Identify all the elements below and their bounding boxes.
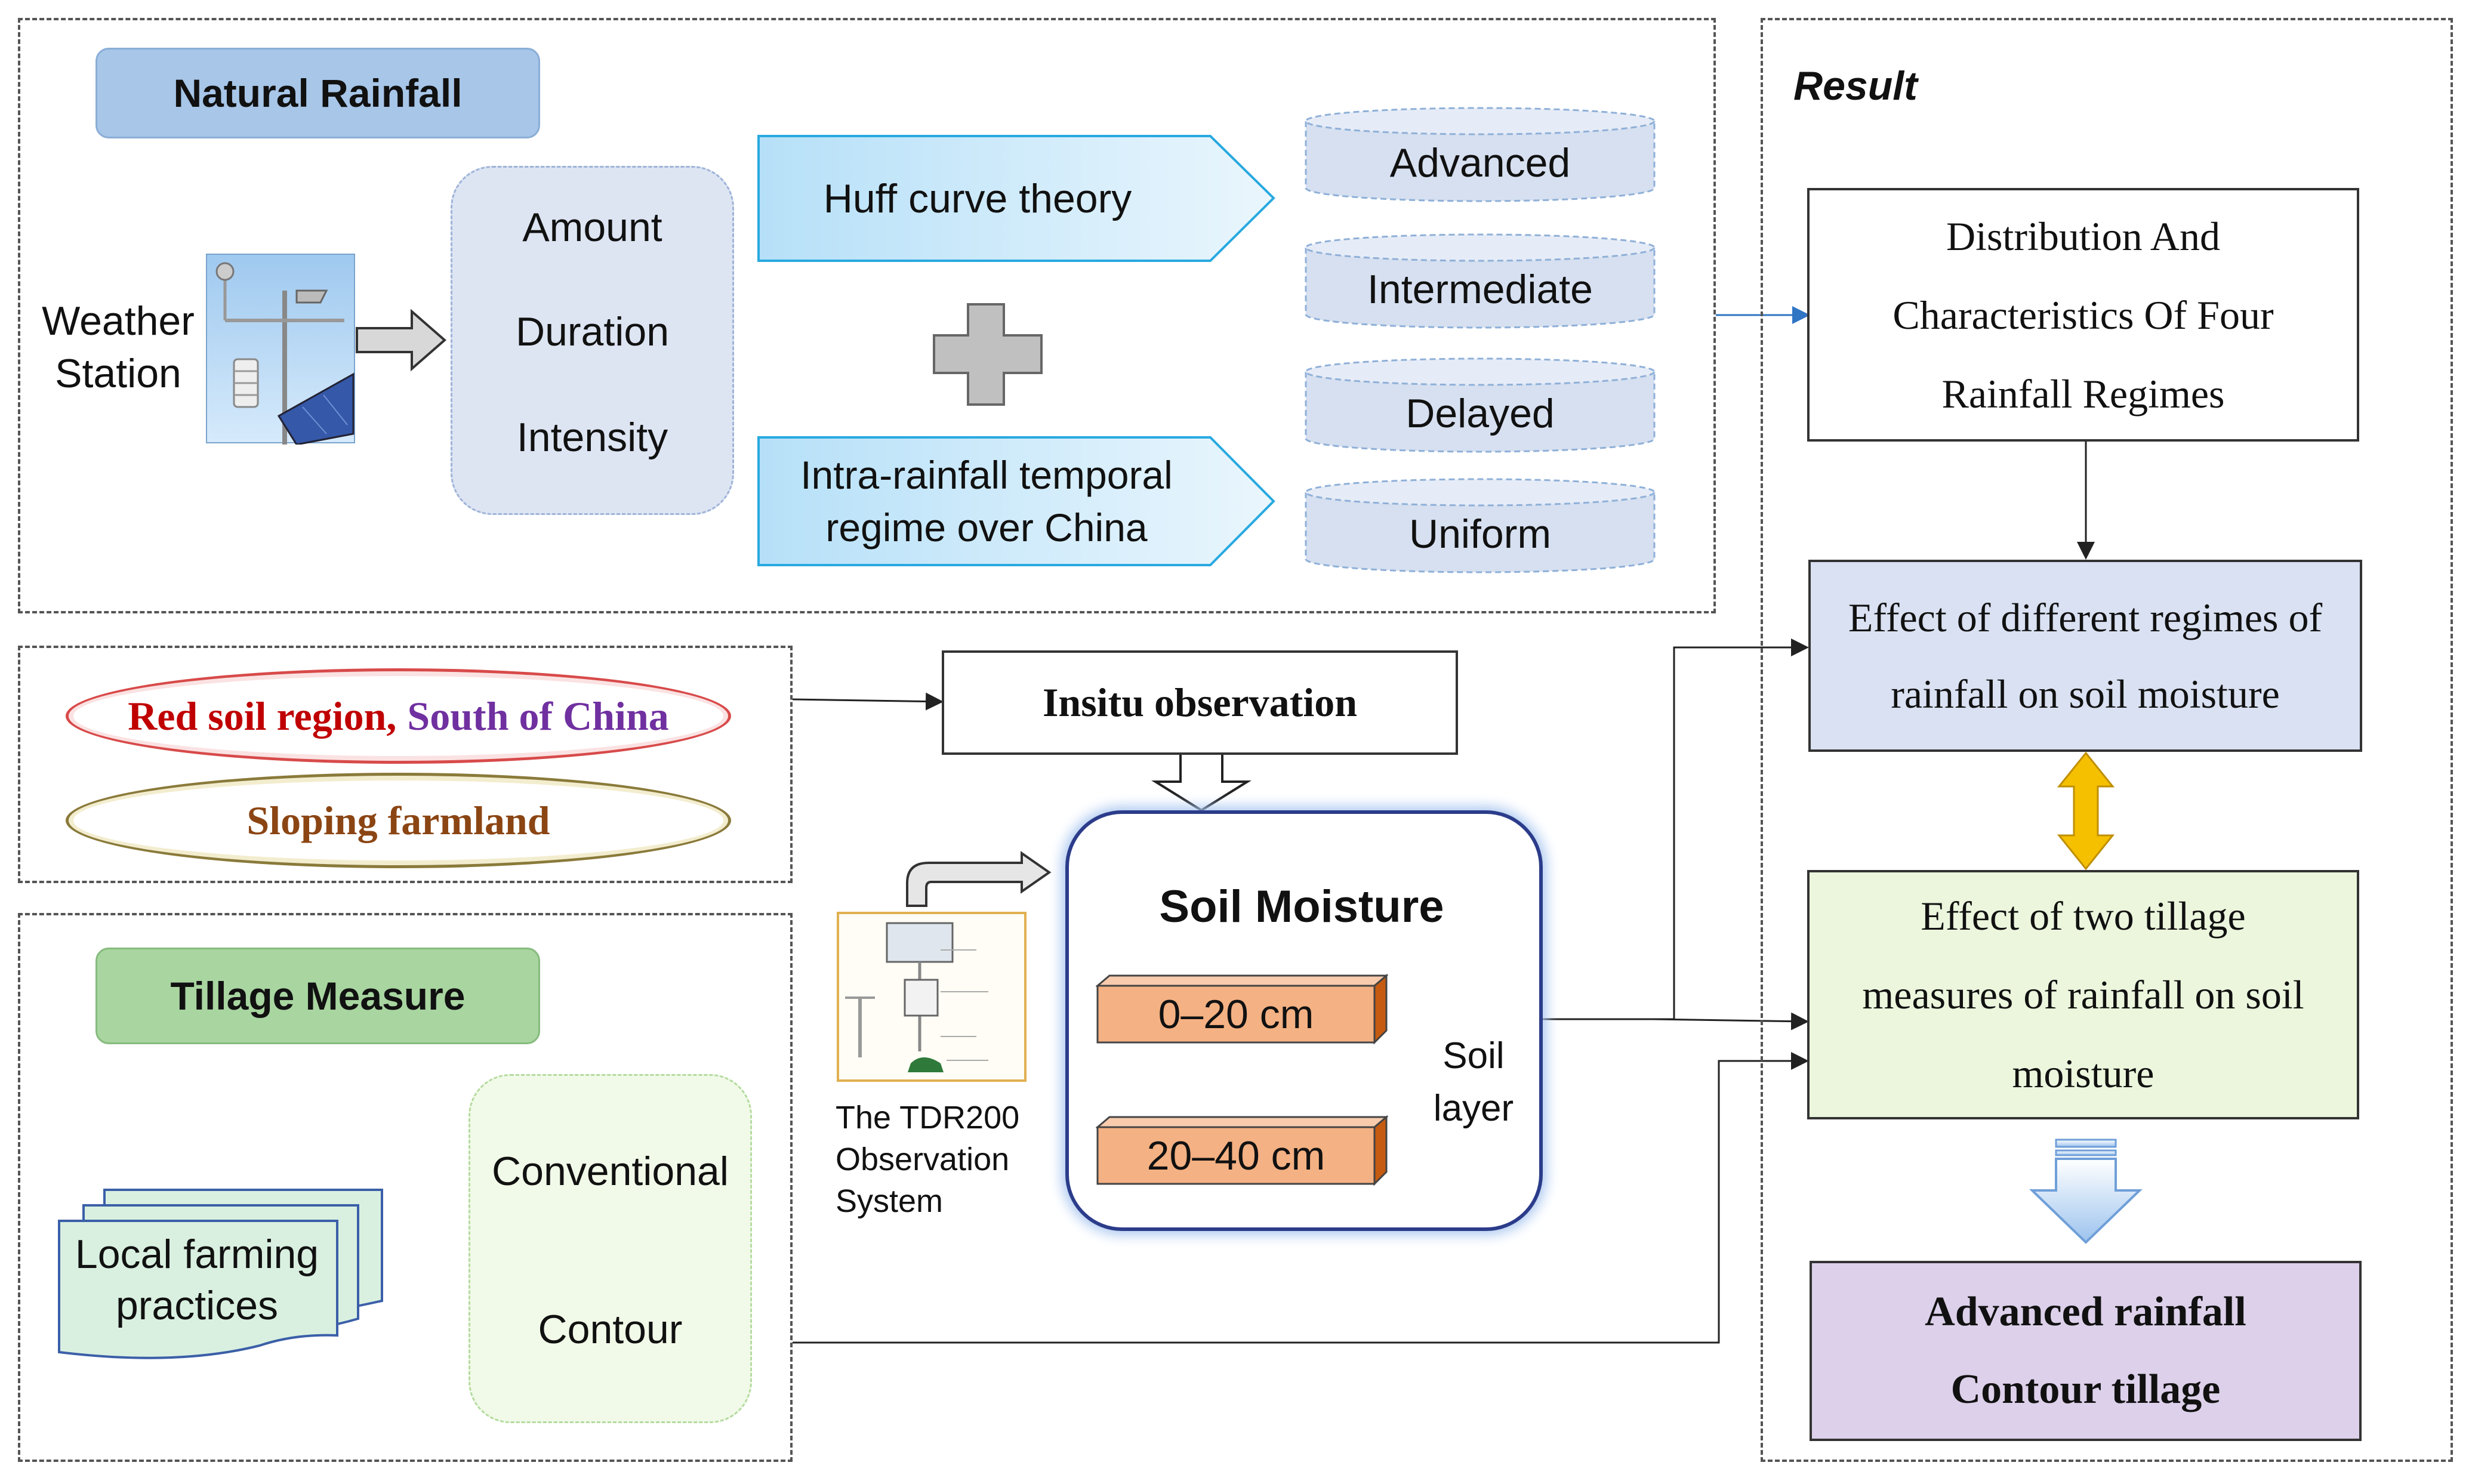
south-china-text: South of China <box>407 693 669 739</box>
insitu-down-arrow <box>1151 752 1252 812</box>
plus-icon <box>933 303 1043 406</box>
result-box-conclusion: Advanced rainfall Contour tillage <box>1810 1261 2362 1441</box>
regime-cylinder-uniform: Uniform <box>1304 477 1656 574</box>
layer-0-20-block: 0–20 cm <box>1096 974 1388 1045</box>
huff-curve-box: Huff curve theory <box>757 134 1276 263</box>
result-title: Result <box>1793 63 1918 109</box>
tillage-methods-box: Conventional Contour <box>468 1074 752 1423</box>
natural-rainfall-header: Natural Rainfall <box>95 48 540 138</box>
weather-station-label-line1: Weather <box>42 298 195 344</box>
region-oval: Red soil region, South of China <box>66 668 731 764</box>
intra-rainfall-label: Intra-rainfall temporal regime over Chin… <box>763 448 1210 555</box>
regime-advanced: Advanced <box>1389 140 1571 186</box>
result-box-tillage-effect: Effect of two tillage measures of rainfa… <box>1807 870 2359 1119</box>
tillage-to-result3-arrow <box>793 1052 1809 1344</box>
site-panel <box>18 646 793 883</box>
regime-delayed: Delayed <box>1405 391 1555 436</box>
soil-layer-line1: Soil <box>1442 1035 1505 1076</box>
tdr-device-image <box>837 912 1027 1082</box>
soil-to-result3-arrow <box>1653 1012 1809 1031</box>
local-practices-label: Local farming practices <box>75 1232 319 1328</box>
double-arrow-icon <box>2057 751 2115 871</box>
regime-intermediate: Intermediate <box>1367 267 1593 312</box>
tdr-caption: The TDR200 Observation System <box>836 1100 1020 1219</box>
sloping-farmland-oval: Sloping farmland <box>66 773 731 868</box>
result-box-distribution: Distribution And Characteristics Of Four… <box>1807 188 2359 442</box>
soil-to-result2-arrow <box>1543 638 1809 1020</box>
rainfall-attributes-box: Amount Duration Intensity <box>451 166 734 515</box>
weather-station-label: Weather Station <box>29 294 208 401</box>
attribute-intensity: Intensity <box>516 415 668 460</box>
tillage-contour: Contour <box>538 1307 683 1352</box>
tillage-header: Tillage Measure <box>95 948 540 1044</box>
rainfall-panel <box>18 18 1716 613</box>
conclusion-line1: Advanced rainfall <box>1925 1289 2246 1335</box>
result-box-regime-effect: Effect of different regimes of rainfall … <box>1808 560 2362 752</box>
soil-layer-label: Soil layer <box>1429 1029 1518 1136</box>
regime-cylinder-delayed: Delayed <box>1304 357 1656 453</box>
layer-0-20-label: 0–20 cm <box>1158 991 1314 1037</box>
intra-rainfall-line2: regime over China <box>825 505 1148 550</box>
soil-layer-line2: layer <box>1433 1088 1514 1129</box>
tillage-panel <box>18 913 793 1462</box>
insitu-observation-box: Insitu observation <box>942 650 1458 755</box>
attribute-amount: Amount <box>522 205 662 250</box>
region-text: Red soil region, <box>128 693 397 739</box>
regime-cylinder-advanced: Advanced <box>1304 106 1656 203</box>
weather-station-label-line2: Station <box>55 351 181 396</box>
intra-rainfall-box: Intra-rainfall temporal regime over Chin… <box>757 436 1276 567</box>
layer-20-40-label: 20–40 cm <box>1146 1133 1326 1178</box>
tillage-conventional: Conventional <box>492 1149 729 1194</box>
weather-station-image <box>206 254 355 446</box>
station-to-attributes-arrow <box>356 308 447 372</box>
local-practices-doc: Local farming practices <box>57 1187 385 1366</box>
result-panel <box>1761 18 2453 1462</box>
conclusion-line2: Contour tillage <box>1950 1366 2221 1412</box>
attribute-duration: Duration <box>515 309 670 354</box>
regime-uniform: Uniform <box>1408 511 1552 557</box>
result-down-arrow <box>2029 1158 2143 1244</box>
site-to-insitu-arrow <box>792 692 944 711</box>
soil-moisture-box: Soil Moisture 0–20 cm 20–40 cm Soil laye… <box>1065 810 1543 1231</box>
tdr-to-soil-arrow <box>906 851 1052 907</box>
soil-moisture-title: Soil Moisture <box>1159 881 1444 932</box>
regime-cylinder-intermediate: Intermediate <box>1304 233 1656 329</box>
intra-rainfall-line1: Intra-rainfall temporal <box>800 453 1173 497</box>
huff-curve-label: Huff curve theory <box>823 175 1132 221</box>
layer-20-40-block: 20–40 cm <box>1096 1115 1388 1187</box>
